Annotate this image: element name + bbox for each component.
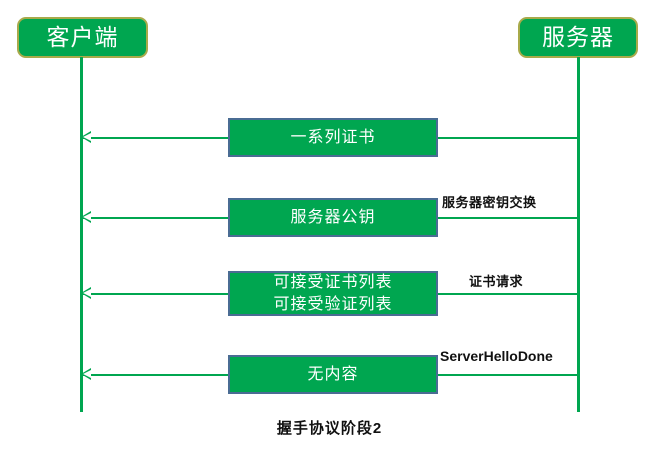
message-note-server-hello-done: ServerHelloDone xyxy=(440,348,553,364)
message-box-certificate-line-1: 一系列证书 xyxy=(290,128,376,146)
arrow-head-server-key-exchange xyxy=(81,211,91,223)
message-box-certificate-request[interactable]: 可接受证书列表 可接受验证列表 xyxy=(228,271,438,316)
message-line-server-hello-done-right xyxy=(437,374,578,376)
message-box-certificate-request-line-2: 可接受验证列表 xyxy=(273,295,393,313)
lifeline-client xyxy=(80,57,83,412)
message-box-server-hello-done[interactable]: 无内容 xyxy=(228,355,438,394)
arrow-head-certificate-request xyxy=(81,287,91,299)
message-line-certificate-right xyxy=(437,137,578,139)
message-box-certificate[interactable]: 一系列证书 xyxy=(228,118,438,157)
actor-server-box[interactable]: 服务器 xyxy=(518,17,638,58)
arrow-head-server-hello-done xyxy=(81,368,91,380)
message-note-certificate-request: 证书请求 xyxy=(469,274,524,289)
arrow-head-certificate xyxy=(81,131,91,143)
diagram-caption: 握手协议阶段2 xyxy=(276,420,383,437)
lifeline-server xyxy=(577,57,580,412)
actor-client-box[interactable]: 客户端 xyxy=(17,17,148,58)
message-box-certificate-request-line-1: 可接受证书列表 xyxy=(273,273,393,291)
message-box-server-key-exchange[interactable]: 服务器公钥 xyxy=(228,198,438,237)
message-line-server-key-exchange-right xyxy=(437,217,578,219)
message-box-server-hello-done-line-1: 无内容 xyxy=(307,365,359,383)
message-note-server-key-exchange: 服务器密钥交换 xyxy=(442,195,537,210)
actor-server-label: 服务器 xyxy=(542,24,614,50)
message-line-certificate-request-right xyxy=(437,293,578,295)
message-box-server-key-exchange-line-1: 服务器公钥 xyxy=(290,208,376,226)
actor-client-label: 客户端 xyxy=(46,24,119,50)
